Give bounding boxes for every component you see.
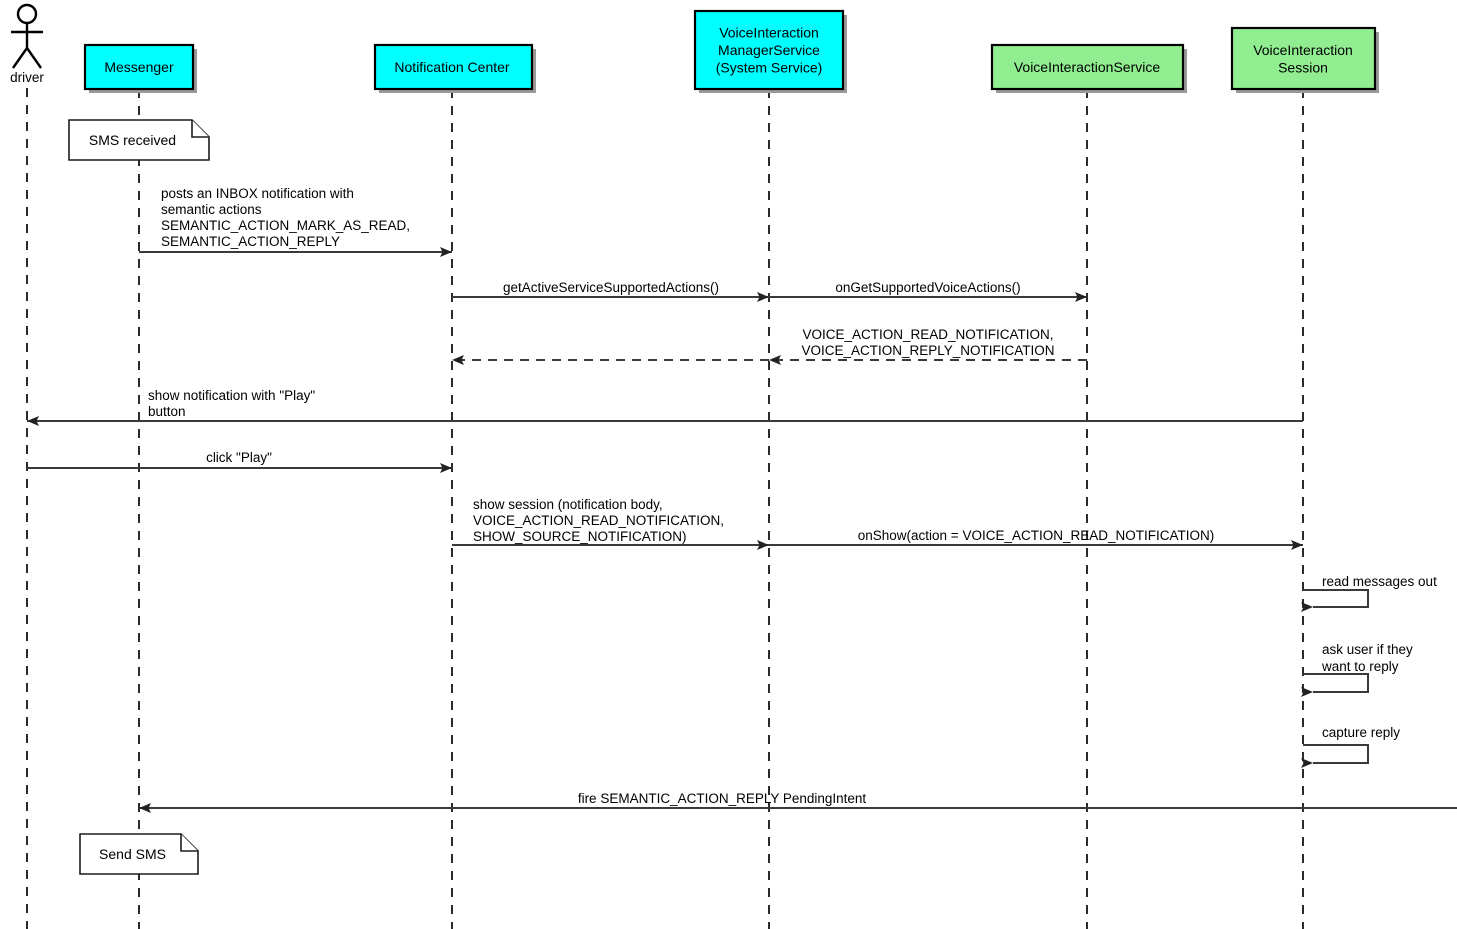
participant-box[interactable] — [373, 43, 534, 91]
participant-notification-center[interactable]: Notification Center — [373, 43, 536, 93]
participant-label: (System Service) — [716, 60, 823, 76]
self-message-label: capture reply — [1322, 725, 1400, 740]
message-label: posts an INBOX notification with — [161, 186, 354, 201]
message-msg-fire-semantic-action-reply[interactable]: fire SEMANTIC_ACTION_REPLY PendingIntent — [139, 791, 1457, 813]
participant-label: VoiceInteraction — [719, 25, 819, 41]
message-msg-show-notification-play[interactable]: show notification with "Play"button — [27, 388, 1303, 426]
note-label: SMS received — [89, 132, 176, 148]
note-body — [79, 833, 199, 875]
message-label: onGetSupportedVoiceActions() — [835, 280, 1020, 295]
message-msg-get-active-service-supported-actions[interactable]: getActiveServiceSupportedActions() — [452, 280, 769, 302]
participant-box[interactable] — [1230, 26, 1377, 91]
message-msg-post-inbox-notification[interactable]: posts an INBOX notification withsemantic… — [139, 186, 452, 257]
note-fold-corner — [180, 834, 198, 852]
message-msg-on-get-supported-voice-actions[interactable]: onGetSupportedVoiceActions() — [769, 280, 1087, 302]
participant-label: VoiceInteractionService — [1014, 59, 1161, 75]
message-label: SEMANTIC_ACTION_MARK_AS_READ, — [161, 218, 410, 233]
lifelines-group — [26, 88, 1304, 929]
message-label: click "Play" — [206, 450, 272, 465]
participant-box[interactable] — [693, 9, 845, 91]
self-message-self-capture-reply[interactable]: capture reply — [1301, 725, 1400, 768]
participant-voice-interaction-service[interactable]: VoiceInteractionService — [990, 43, 1187, 93]
message-label: SHOW_SOURCE_NOTIFICATION) — [473, 529, 687, 544]
note-fold-corner — [191, 120, 209, 138]
message-label: show session (notification body, — [473, 497, 663, 512]
participant-label: ManagerService — [718, 42, 820, 58]
note-body — [68, 119, 210, 161]
actor-label: driver — [10, 70, 44, 85]
message-label: SEMANTIC_ACTION_REPLY — [161, 234, 340, 249]
actor-driver: driver — [10, 3, 44, 85]
self-message-self-read-messages-out[interactable]: read messages out — [1301, 574, 1437, 612]
message-msg-show-session[interactable]: show session (notification body,VOICE_AC… — [452, 497, 769, 550]
participant-box[interactable] — [990, 43, 1185, 91]
self-message-line — [1301, 673, 1369, 697]
participant-messenger[interactable]: Messenger — [83, 43, 197, 93]
message-label: VOICE_ACTION_REPLY_NOTIFICATION — [801, 343, 1054, 358]
participant-box[interactable] — [83, 43, 195, 91]
message-label: semantic actions — [161, 202, 262, 217]
message-label: fire SEMANTIC_ACTION_REPLY PendingIntent — [578, 791, 867, 806]
message-label: show notification with "Play" — [148, 388, 315, 403]
message-label: onShow(action = VOICE_ACTION_READ_NOTIFI… — [858, 528, 1214, 543]
self-message-label: ask user if they — [1322, 642, 1413, 657]
message-msg-click-play[interactable]: click "Play" — [27, 450, 452, 473]
self-message-line — [1301, 744, 1369, 768]
self-message-label: read messages out — [1322, 574, 1437, 589]
message-msg-return-supported-voice-actions[interactable]: VOICE_ACTION_READ_NOTIFICATION,VOICE_ACT… — [769, 327, 1087, 365]
message-label: button — [148, 404, 186, 419]
message-label: getActiveServiceSupportedActions() — [503, 280, 719, 295]
note-label: Send SMS — [99, 846, 166, 862]
participant-label: VoiceInteraction — [1253, 42, 1353, 58]
participant-label: Session — [1278, 59, 1328, 75]
message-msg-on-show[interactable]: onShow(action = VOICE_ACTION_READ_NOTIFI… — [769, 528, 1303, 550]
self-messages-group: read messages out ask user if they want to… — [1301, 574, 1437, 768]
self-message-self-ask-user-reply[interactable]: ask user if they want to reply — [1301, 642, 1413, 697]
message-label: VOICE_ACTION_READ_NOTIFICATION, — [473, 513, 724, 528]
participant-label: Notification Center — [394, 59, 510, 75]
messages-group: posts an INBOX notification withsemantic… — [27, 186, 1457, 813]
note-note-sms-received[interactable]: SMS received — [68, 119, 210, 161]
self-message-line — [1301, 589, 1369, 612]
note-note-send-sms[interactable]: Send SMS — [79, 833, 199, 875]
participant-boxes-group: Messenger Notification Center VoiceInterac… — [83, 9, 1379, 93]
self-message-label: want to reply — [1321, 659, 1399, 674]
message-label: VOICE_ACTION_READ_NOTIFICATION, — [802, 327, 1053, 342]
participant-label: Messenger — [104, 59, 174, 75]
